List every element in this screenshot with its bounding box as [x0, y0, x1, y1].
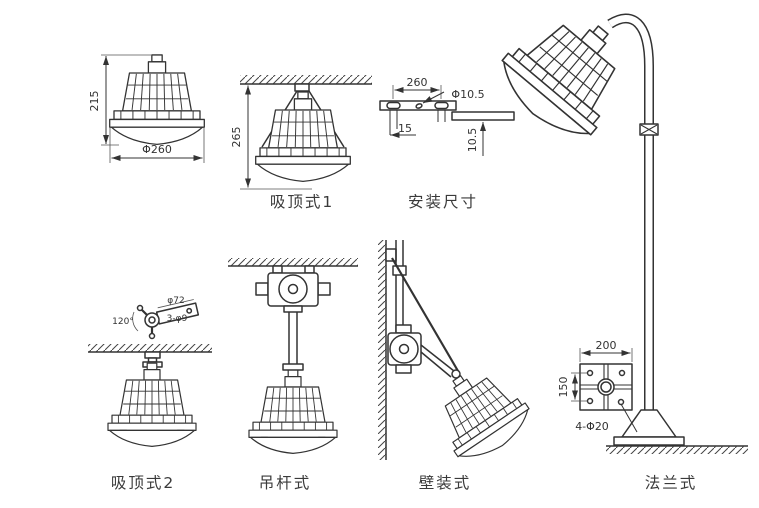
- install-dims-label: 安装尺寸: [408, 193, 478, 211]
- dim-4-phi20: 4-Φ20: [575, 420, 609, 433]
- dim-200: 200: [596, 339, 617, 352]
- lamp-wall-drawing: [420, 353, 539, 471]
- span-dimension: 260: [392, 76, 442, 99]
- ceiling-hatch: [88, 344, 212, 352]
- flange-mount-figure: 200 150 4-Φ20 法兰式: [487, 0, 748, 492]
- ceiling-hatch: [240, 75, 372, 84]
- base-plate: [613, 436, 685, 446]
- slot-dimension: 15: [390, 122, 416, 138]
- dim-215: 215: [88, 91, 101, 112]
- rod-mount-label: 吊杆式: [259, 474, 312, 492]
- wall-anchor: [385, 248, 397, 262]
- flange-plate-detail: 200 150 4-Φ20: [557, 339, 638, 433]
- width-dimension: 200: [579, 339, 633, 362]
- swivel-bracket-detail: φ72 3-φ9 120°: [112, 296, 200, 340]
- dim-265: 265: [230, 127, 243, 148]
- dim-phi72: φ72: [167, 296, 184, 306]
- ceiling-mount-plate: [294, 83, 310, 92]
- dim-120deg: 120°: [112, 317, 134, 327]
- height-dimension: 215: [88, 54, 151, 146]
- wall-arm: [420, 344, 455, 372]
- ceiling-mount-2-label: 吸顶式2: [111, 474, 175, 492]
- right-slot: [434, 101, 449, 110]
- dim-phi260: Φ260: [142, 143, 172, 156]
- arm-elbow: [451, 369, 461, 379]
- flange-mount-label: 法兰式: [645, 474, 698, 492]
- lamp-pendant-drawing: [248, 369, 338, 454]
- mounting-bracket-step: [451, 111, 515, 121]
- dim-260: 260: [407, 76, 428, 89]
- ceiling-mount-1-figure: 265 吸顶式1: [230, 75, 372, 211]
- dim-3-phi9: 3-φ9: [167, 314, 188, 324]
- support-brace: [391, 257, 459, 372]
- front-view-figure: 215 Φ260: [88, 54, 205, 163]
- ceiling-mount-1-label: 吸顶式1: [270, 193, 334, 211]
- install-dims-figure: 260 Φ10.5 15 10.5 安装尺寸: [379, 76, 515, 211]
- wall-mount-label: 壁装式: [419, 474, 472, 492]
- wall-hatch: [378, 240, 386, 460]
- ceiling-mount-2-figure: φ72 3-φ9 120° 吸顶式2: [88, 296, 212, 492]
- stem-upper: [144, 351, 161, 359]
- lamp-ceiling2-drawing: [107, 362, 197, 447]
- rod-mount-figure: 吊杆式: [228, 258, 358, 492]
- left-slot: [386, 101, 401, 110]
- height-dimension: 265: [230, 85, 251, 188]
- ceiling-hatch: [228, 258, 358, 266]
- hole-dimension: Φ10.5: [422, 88, 485, 104]
- lamp-front-drawing: [109, 54, 205, 146]
- ground-hatch: [606, 446, 748, 454]
- dim-15: 15: [398, 122, 412, 135]
- diameter-dimension: Φ260: [109, 128, 205, 163]
- center-hole: [415, 103, 423, 109]
- dim-phi10-5: Φ10.5: [451, 88, 484, 101]
- base-gusset: [621, 409, 677, 438]
- dim-10-5: 10.5: [466, 128, 479, 153]
- height-dimension: 150: [557, 372, 587, 402]
- offset-dimension: 10.5: [466, 122, 486, 156]
- lamp-hanging-drawing: [255, 91, 351, 183]
- holes-dimension: 4-Φ20: [575, 403, 638, 433]
- dim-150: 150: [557, 377, 570, 398]
- wall-mount-figure: 壁装式: [378, 240, 539, 492]
